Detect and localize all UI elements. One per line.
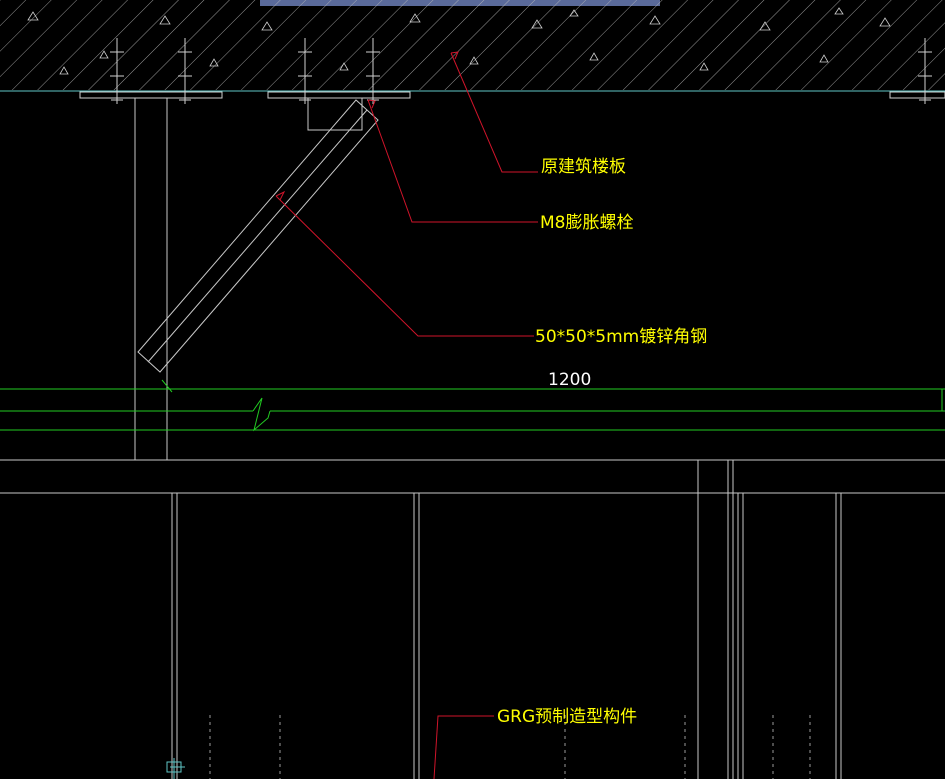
label-original-slab: 原建筑楼板 <box>541 157 626 177</box>
leader-bolt <box>367 99 538 223</box>
steel-frame <box>134 97 379 460</box>
steel-plates <box>79 91 945 99</box>
leader-lines <box>275 51 538 779</box>
bolt-1 <box>110 38 124 104</box>
label-galvanized-angle-steel: 50*50*5mm镀锌角钢 <box>535 327 707 347</box>
dimension-lines <box>0 379 945 432</box>
label-m8-expansion-bolt: M8膨胀螺栓 <box>540 213 633 233</box>
expansion-bolts <box>110 38 932 104</box>
leader-slab <box>450 52 538 173</box>
ceiling-members <box>0 459 945 779</box>
bolt-3 <box>298 38 312 104</box>
leader-grg <box>433 715 494 779</box>
leader-angle-steel <box>275 195 534 337</box>
dimension-value: 1200 <box>548 370 591 390</box>
bolt-5 <box>918 38 932 104</box>
label-grg-component: GRG预制造型构件 <box>497 707 637 727</box>
anchor-symbol-icon <box>166 758 185 779</box>
bolt-2 <box>178 38 192 104</box>
concrete-slab <box>0 0 945 92</box>
